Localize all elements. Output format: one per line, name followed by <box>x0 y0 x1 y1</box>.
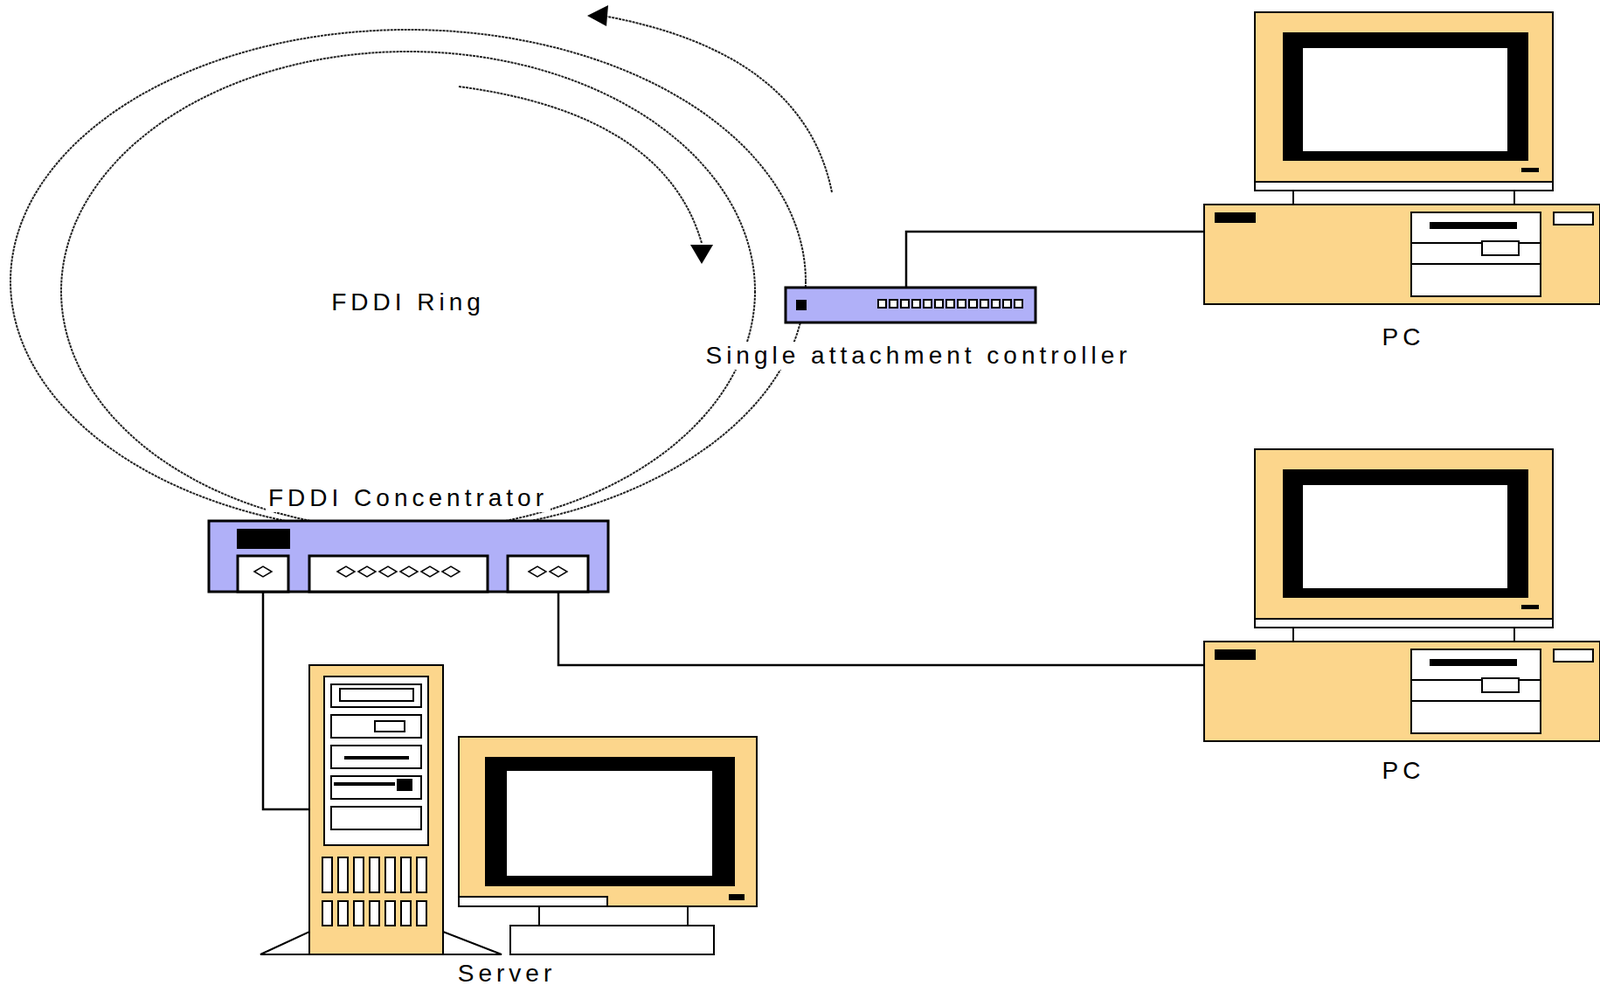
fddi-concentrator: FDDI Concentrator <box>208 482 609 592</box>
node-label: PC <box>1379 756 1428 785</box>
network-cable <box>906 231 1205 288</box>
ring-arrow <box>602 15 832 193</box>
node-label: FDDI Ring <box>328 288 488 317</box>
single-attachment-controller: Single attachment controller <box>643 287 1194 375</box>
node-label: FDDI Concentrator <box>265 484 551 513</box>
arrow-head <box>690 244 714 264</box>
network-cable <box>558 591 1205 665</box>
node-label: PC <box>1379 323 1428 352</box>
node-label: Single attachment controller <box>702 341 1134 370</box>
node-label: Server <box>455 959 559 988</box>
pc-drawing <box>1204 12 1600 362</box>
fddi-ring-drawing <box>10 12 806 551</box>
server: Server <box>309 664 769 991</box>
ring-arrow <box>458 86 702 243</box>
fddi-ring: FDDI Ring <box>10 12 806 551</box>
network-cable <box>263 591 310 810</box>
arrow-head <box>587 5 609 27</box>
pc-drawing <box>1204 449 1600 799</box>
pc: PC <box>1204 12 1600 362</box>
server-drawing <box>309 664 769 991</box>
pc: PC <box>1204 449 1600 799</box>
